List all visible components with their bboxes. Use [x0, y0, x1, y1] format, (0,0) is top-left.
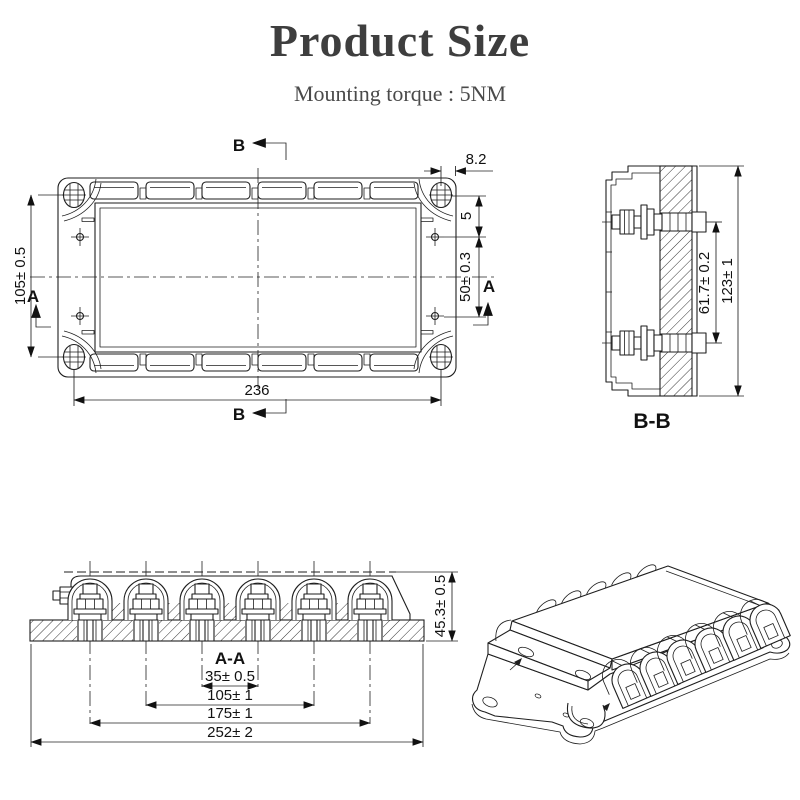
- page-title: Product Size: [269, 15, 531, 66]
- dim-text-45-3: 45.3± 0.5: [432, 575, 449, 637]
- baseplate-section-hatch: [659, 165, 693, 397]
- section-aa-view: A-A 35± 0.5 105± 1 175± 1 252± 2 45.3± 0…: [29, 561, 458, 747]
- cover-top-line: [70, 575, 393, 621]
- dim-8-2: 8.2: [424, 151, 493, 186]
- section-bb-label: B-B: [633, 410, 670, 433]
- dim-105-aa: 105± 1: [145, 687, 315, 709]
- dim-61-7: 61.7± 0.2: [696, 221, 722, 344]
- front-corner-boss: [566, 702, 606, 729]
- dim-123: 123± 1: [699, 165, 744, 397]
- dim-236: 236: [73, 370, 442, 406]
- section-label-b: B: [233, 136, 245, 155]
- section-label-b: B: [233, 405, 245, 424]
- dim-text-236: 236: [244, 382, 269, 399]
- dim-175: 175± 1: [89, 705, 371, 727]
- dim-105: 105± 0.5: [12, 194, 64, 358]
- top-view: B B A A 105± 0.5 236: [12, 136, 495, 424]
- dim-text-105: 105± 0.5: [12, 247, 29, 305]
- vent-hole-2: [574, 669, 592, 681]
- section-mark-a-left: A: [27, 287, 51, 328]
- dim-text-8-2: 8.2: [466, 151, 487, 168]
- module-body-outline: [57, 177, 457, 378]
- dim-text-123: 123± 1: [719, 258, 736, 304]
- drawing-header: Product Size Mounting torque : 5NM: [0, 14, 800, 107]
- section-label-a: A: [483, 277, 495, 296]
- section-aa-label: A-A: [215, 649, 245, 668]
- isometric-view: [471, 564, 791, 745]
- page-subtitle: Mounting torque : 5NM: [293, 81, 507, 106]
- dim-35: 35± 0.5: [201, 668, 259, 690]
- dim-text-35: 35± 0.5: [205, 668, 255, 685]
- section-mark-b-top: B: [233, 136, 287, 160]
- body-left-wall: [487, 642, 589, 691]
- dim-text-5: 5: [458, 212, 475, 220]
- dim-text-61-7: 61.7± 0.2: [696, 252, 713, 314]
- dim-text-50: 50± 0.3: [457, 252, 474, 302]
- section-bb-view: 61.7± 0.2 123± 1 B-B: [601, 165, 744, 433]
- dim-text-252: 252± 2: [207, 724, 253, 741]
- dim-50: 50± 0.3: [444, 236, 486, 318]
- vent-hole-1: [517, 646, 535, 658]
- flange-hole-front: [579, 718, 595, 728]
- dim-252: 252± 2: [30, 644, 424, 747]
- dim-45-3: 45.3± 0.5: [396, 571, 458, 642]
- housing-profile: [605, 165, 661, 397]
- flange-hole-left: [482, 696, 498, 708]
- dim-5: 5: [452, 195, 486, 238]
- dim-text-175: 175± 1: [207, 705, 253, 722]
- section-mark-b-bottom: B: [233, 399, 287, 424]
- section-mark-a-right: A: [473, 277, 495, 326]
- dim-text-105-aa: 105± 1: [207, 687, 253, 704]
